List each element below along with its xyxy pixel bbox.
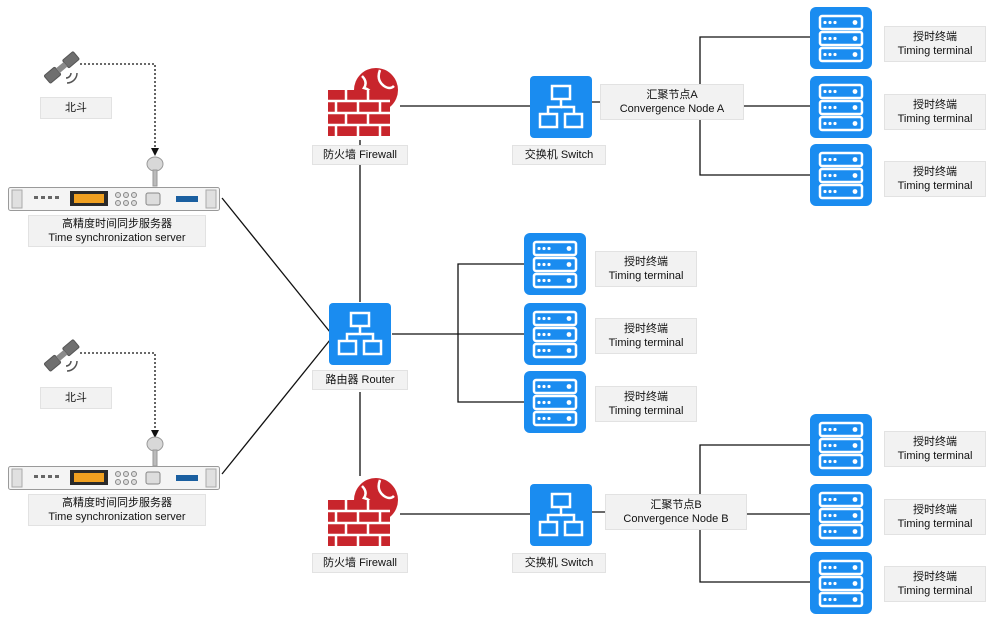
switch-label: 交换机 Switch [512, 553, 606, 573]
timing-terminal-icon [524, 303, 586, 365]
timing-terminal-icon [810, 484, 872, 546]
timing-terminal-icon [810, 7, 872, 69]
switch-label: 交换机 Switch [512, 145, 606, 165]
convergence-node-b-label: 汇聚节点B Convergence Node B [605, 494, 747, 530]
timing-terminal-icon [810, 76, 872, 138]
satellite-icon [40, 46, 86, 92]
satellite-label: 北斗 [40, 97, 112, 119]
router-label: 路由器 Router [312, 370, 408, 390]
firewall-label: 防火墙 Firewall [312, 553, 408, 573]
firewall-icon [326, 476, 400, 548]
timing-terminal-icon [810, 144, 872, 206]
timing-terminal-icon [524, 233, 586, 295]
time-sync-server-label: 高精度时间同步服务器 Time synchronization server [28, 215, 206, 247]
firewall-label: 防火墙 Firewall [312, 145, 408, 165]
timing-terminal-icon [810, 414, 872, 476]
firewall-icon [326, 66, 400, 138]
network-switch-icon [530, 484, 592, 546]
time-sync-server-label: 高精度时间同步服务器 Time synchronization server [28, 494, 206, 526]
antenna-icon [145, 156, 165, 188]
timing-terminal-icon [524, 371, 586, 433]
server-rack-icon [8, 187, 220, 211]
satellite-label: 北斗 [40, 387, 112, 409]
network-switch-icon [530, 76, 592, 138]
timing-terminal-icon [810, 552, 872, 614]
server-rack-icon [8, 466, 220, 490]
router-icon [329, 303, 391, 365]
antenna-icon [145, 436, 165, 468]
satellite-icon [40, 334, 86, 380]
convergence-node-a-label: 汇聚节点A Convergence Node A [600, 84, 744, 120]
